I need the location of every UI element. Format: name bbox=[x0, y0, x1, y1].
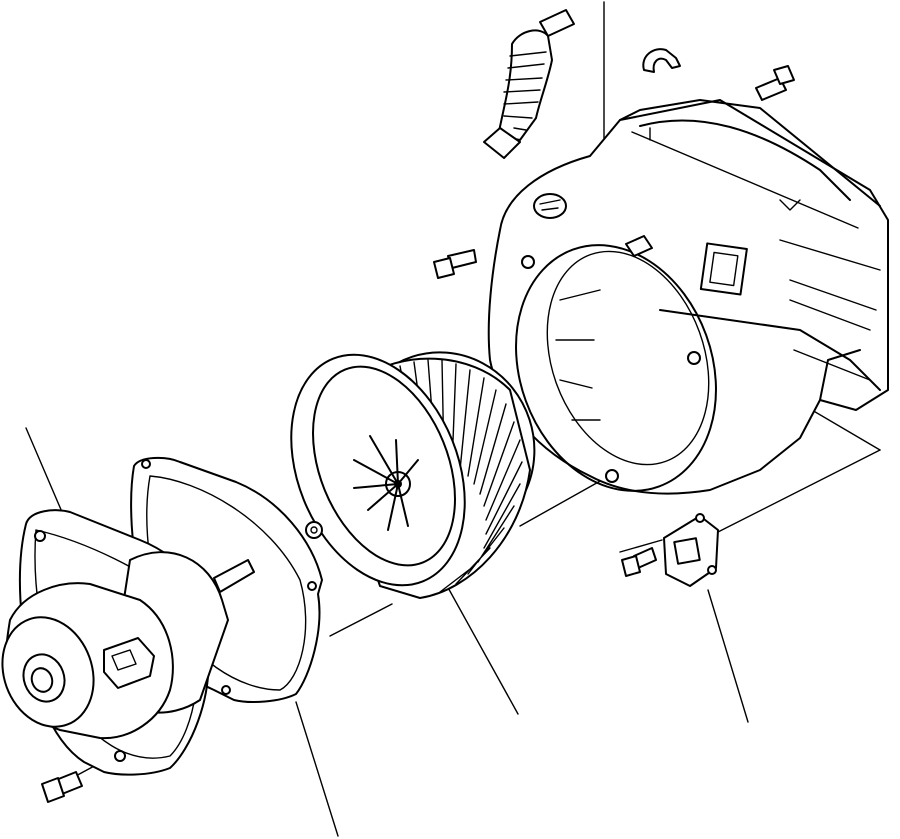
leader-line-resistor bbox=[707, 589, 749, 723]
clip bbox=[642, 48, 681, 73]
motor-terminal bbox=[103, 637, 155, 689]
fan-icon bbox=[290, 353, 466, 587]
leader-line-screw-resistor bbox=[619, 539, 663, 553]
leader-line-motor bbox=[25, 427, 63, 513]
housing-intake bbox=[515, 244, 717, 492]
bolt-top bbox=[755, 65, 795, 101]
screw-resistor bbox=[621, 547, 657, 577]
leader-line-resistor-up bbox=[717, 449, 881, 533]
blower-housing bbox=[487, 99, 889, 495]
resistor bbox=[663, 513, 719, 587]
housing-icon bbox=[487, 99, 889, 495]
bolt-left bbox=[433, 249, 477, 279]
hose-end-bottom bbox=[483, 127, 521, 159]
motor-shaft bbox=[213, 559, 255, 593]
clip-icon bbox=[642, 48, 681, 73]
fan-wheel bbox=[290, 351, 536, 599]
leader-line-axis-fan bbox=[519, 479, 603, 527]
blower-motor bbox=[1, 509, 255, 776]
housing-connector bbox=[699, 242, 748, 296]
leader-line-axis-gasket bbox=[329, 603, 393, 637]
leader-line-gasket bbox=[295, 701, 339, 837]
screw-motor bbox=[41, 771, 83, 803]
bolt-icon bbox=[755, 77, 787, 101]
hose bbox=[483, 9, 575, 159]
hose-end-top bbox=[539, 9, 575, 37]
leader-line-fan bbox=[445, 583, 519, 715]
hose-body bbox=[497, 29, 553, 141]
